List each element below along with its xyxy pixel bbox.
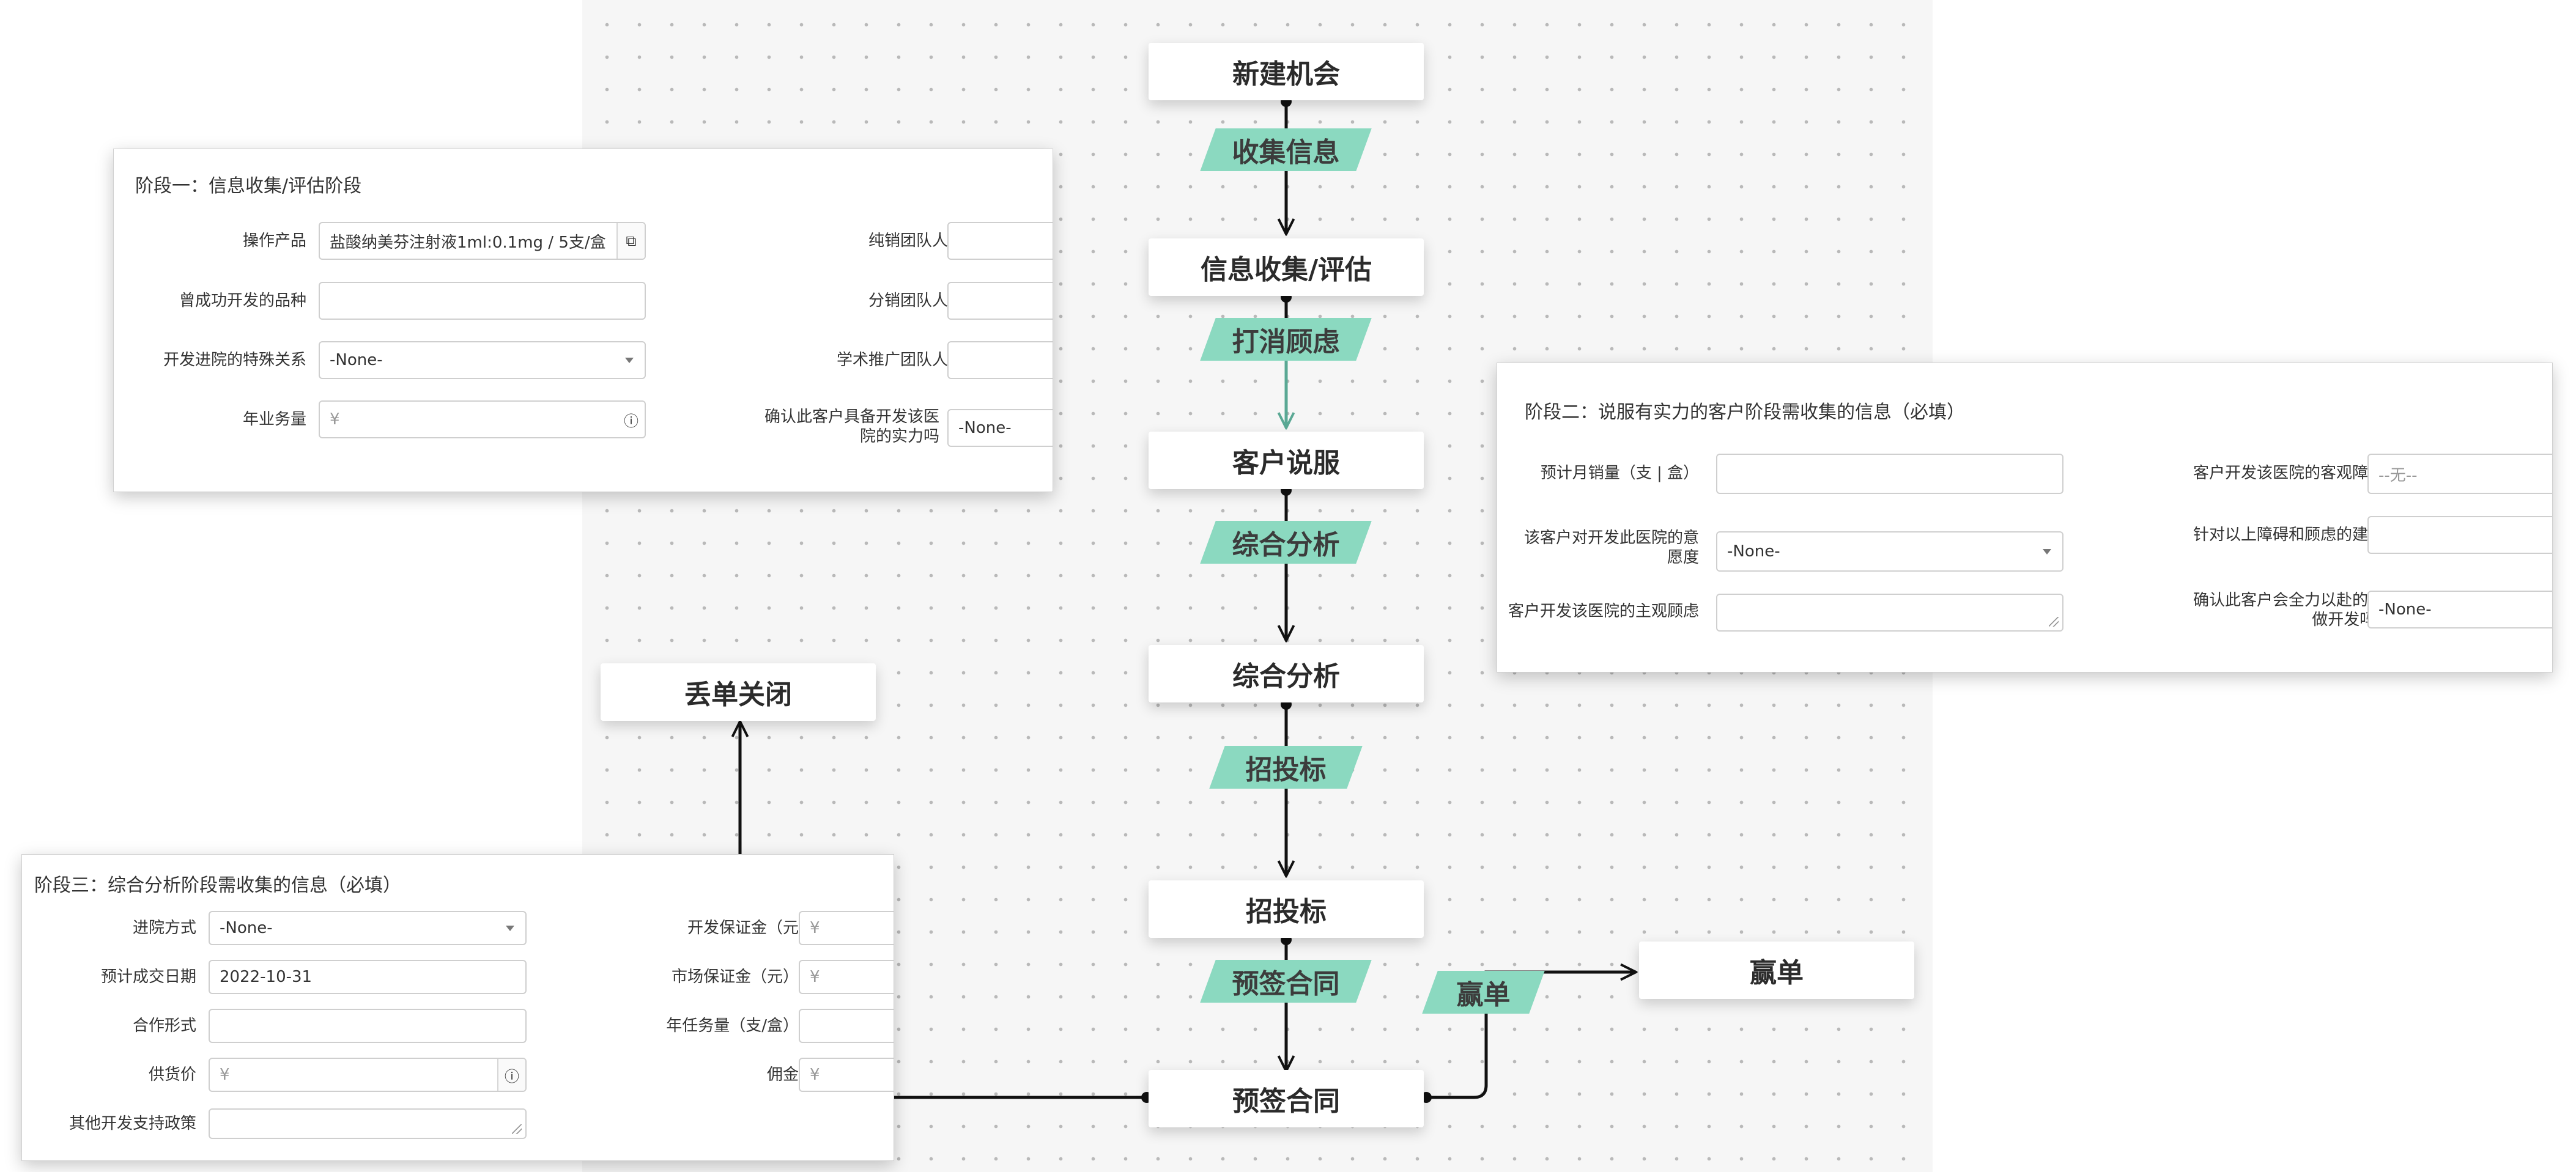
close-date-input[interactable]: 2022-10-31 — [209, 960, 527, 994]
lookup-icon[interactable]: ⧉ — [616, 223, 645, 259]
panel-title: 阶段二：说服有实力的客户阶段需收集的信息（必填） — [1525, 402, 1965, 423]
chevron-down-icon — [506, 926, 514, 931]
full-effort-confirm-select[interactable]: -None- — [2367, 591, 2552, 628]
objective-obstacles-select[interactable]: --无-- — [2367, 454, 2552, 494]
cooperation-form-input[interactable] — [209, 1009, 527, 1043]
panel-title: 阶段一：信息收集/评估阶段 — [135, 175, 362, 197]
stage-bidding[interactable]: 招投标 — [1149, 880, 1424, 938]
stage-info-collection[interactable]: 信息收集/评估 — [1149, 238, 1424, 296]
transition-dispel-concerns[interactable]: 打消顾虑 — [1200, 318, 1372, 361]
field-label: 供货价 — [148, 1066, 196, 1084]
field-label: 确认此客户具备开发该医院的实力吗 — [764, 408, 939, 446]
field-label: 开发进院的特殊关系 — [163, 351, 306, 369]
field-label: 针对以上障碍和顾虑的建议 — [2193, 526, 2384, 544]
stage1-form-panel: 阶段一：信息收集/评估阶段 操作产品 盐酸纳美芬注射液1ml:0.1mg / 5… — [113, 149, 1053, 492]
resize-handle-icon[interactable] — [2049, 617, 2059, 627]
field-label: 学术推广团队人数 — [836, 351, 964, 369]
developed-varieties-input[interactable] — [319, 282, 646, 320]
transition-pre-contract[interactable]: 预签合同 — [1200, 960, 1372, 1003]
field-label: 预计月销量（支 | 盒） — [1540, 464, 1699, 482]
field-value: 盐酸纳美芬注射液1ml:0.1mg / 5支/盒 — [330, 233, 606, 252]
transition-collect-info[interactable]: 收集信息 — [1200, 128, 1372, 171]
stage-lost-closed[interactable]: 丢单关闭 — [601, 663, 876, 721]
field-label: 其他开发支持政策 — [68, 1115, 196, 1133]
connector-win — [1426, 972, 1636, 1099]
dev-deposit-input[interactable]: ¥ — [799, 911, 894, 945]
field-label: 分销团队人数 — [868, 292, 964, 310]
supply-price-input[interactable]: ¥ ⓘ — [209, 1058, 527, 1092]
stage-new-opportunity[interactable]: 新建机会 — [1149, 43, 1424, 100]
commission-input[interactable]: ¥ — [799, 1058, 894, 1092]
field-label: 合作形式 — [132, 1017, 196, 1035]
willingness-select[interactable]: -None- — [1716, 531, 2063, 572]
field-label: 操作产品 — [242, 232, 306, 250]
stage2-form-panel: 阶段二：说服有实力的客户阶段需收集的信息（必填） 预计月销量（支 | 盒） 该客… — [1497, 363, 2553, 673]
field-label: 进院方式 — [132, 919, 196, 937]
annual-volume-input[interactable]: ¥ ⓘ — [319, 400, 646, 438]
info-icon: ⓘ — [497, 1059, 525, 1091]
field-label: 市场保证金（元） — [671, 968, 799, 986]
market-deposit-input[interactable]: ¥ — [799, 960, 894, 994]
transition-win[interactable]: 赢单 — [1422, 971, 1545, 1014]
field-label: 年任务量（支/盒） — [666, 1017, 799, 1035]
field-label: 年业务量 — [242, 410, 306, 429]
panel-title: 阶段三：综合分析阶段需收集的信息（必填） — [34, 875, 401, 896]
info-icon: ⓘ — [624, 412, 638, 430]
stage-comprehensive-analysis[interactable]: 综合分析 — [1149, 645, 1424, 702]
capability-confirm-select[interactable]: -None- — [947, 409, 1053, 447]
other-policy-textarea[interactable] — [209, 1108, 527, 1139]
special-relationship-select[interactable]: -None- — [319, 341, 646, 379]
field-label: 开发保证金（元 — [687, 919, 799, 937]
entry-method-select[interactable]: -None- — [209, 911, 527, 945]
chevron-down-icon — [2043, 549, 2051, 555]
resize-handle-icon[interactable] — [512, 1124, 522, 1134]
transition-bidding[interactable]: 招投标 — [1209, 746, 1363, 789]
field-label: 纯销团队人数 — [868, 232, 964, 250]
direct-sales-team-input[interactable] — [947, 222, 1053, 260]
stage-won[interactable]: 赢单 — [1639, 942, 1914, 999]
distribution-team-input[interactable] — [947, 282, 1053, 320]
stage-customer-persuasion[interactable]: 客户说服 — [1149, 432, 1424, 489]
field-label: 佣金 — [766, 1066, 799, 1084]
suggestions-input[interactable] — [2367, 516, 2552, 554]
chevron-down-icon — [625, 358, 634, 363]
annual-task-input[interactable] — [799, 1009, 894, 1043]
subjective-concerns-textarea[interactable] — [1716, 594, 2063, 632]
field-label: 客户开发该医院的客观障碍 — [2193, 464, 2384, 482]
academic-team-input[interactable] — [947, 341, 1053, 379]
stage3-form-panel: 阶段三：综合分析阶段需收集的信息（必填） 进院方式 -None- 预计成交日期 … — [21, 854, 894, 1161]
product-lookup-field[interactable]: 盐酸纳美芬注射液1ml:0.1mg / 5支/盒 ⧉ — [319, 222, 646, 260]
field-label: 曾成功开发的品种 — [179, 292, 306, 310]
field-label: 客户开发该医院的主观顾虑 — [1508, 602, 1699, 621]
field-label: 预计成交日期 — [100, 968, 196, 986]
field-label: 确认此客户会全力以赴的去做开发吗? — [2193, 591, 2384, 629]
stage-pre-contract[interactable]: 预签合同 — [1149, 1070, 1424, 1127]
transition-comprehensive-analysis[interactable]: 综合分析 — [1200, 521, 1372, 564]
field-label: 该客户对开发此医院的意愿度 — [1523, 529, 1699, 567]
monthly-sales-input[interactable] — [1716, 454, 2063, 494]
